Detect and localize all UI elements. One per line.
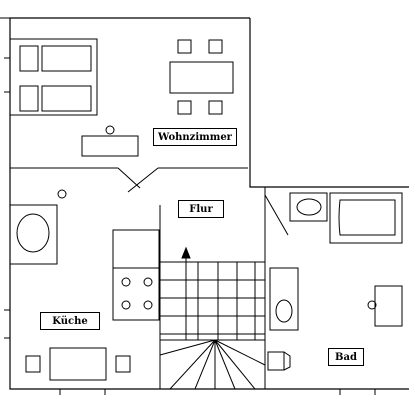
stair-arrow [181,246,191,340]
kitchen-counter [9,189,67,265]
staircase [159,258,266,390]
sideboard [81,125,139,157]
stove [112,229,160,321]
outer-walls [0,17,409,395]
room-label-wohnzimmer: Wohnzimmer [153,128,237,146]
dining-table [169,39,234,115]
washing-machine [269,267,299,331]
bath-heater [267,351,291,371]
sofa-set [9,38,98,116]
interior-walls [10,167,289,389]
kitchen-table [25,347,131,381]
room-label-flur: Flur [178,200,224,218]
room-label-bad: Bad [328,348,364,366]
bathtub [329,192,403,244]
washbasin [289,192,328,222]
toilet [367,285,403,327]
room-label-kueche: Küche [40,312,100,330]
